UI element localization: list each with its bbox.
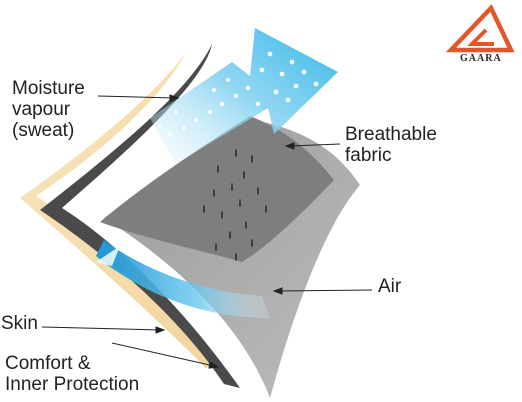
fabric-pores — [203, 149, 267, 261]
moisture-vapour-label: Moisture vapour (sweat) — [12, 78, 85, 141]
moisture-leader — [97, 94, 180, 102]
skin-label: Skin — [1, 313, 38, 334]
air-flow — [96, 240, 270, 318]
gaara-logo-icon — [445, 4, 515, 53]
skin-leader — [41, 326, 166, 334]
comfort-protection-label: Comfort & Inner Protection — [5, 353, 140, 395]
breathable-fabric-label: Breathable fabric — [345, 124, 437, 166]
air-label: Air — [378, 276, 402, 297]
brand-name: GAARA — [460, 53, 502, 64]
breathable-leader — [284, 142, 341, 150]
comfort-leader — [111, 342, 220, 369]
air-leader — [272, 287, 373, 295]
air-flow-arrow-tip — [96, 246, 120, 266]
fabric-panel — [100, 116, 334, 262]
vapour-droplets — [158, 51, 319, 136]
